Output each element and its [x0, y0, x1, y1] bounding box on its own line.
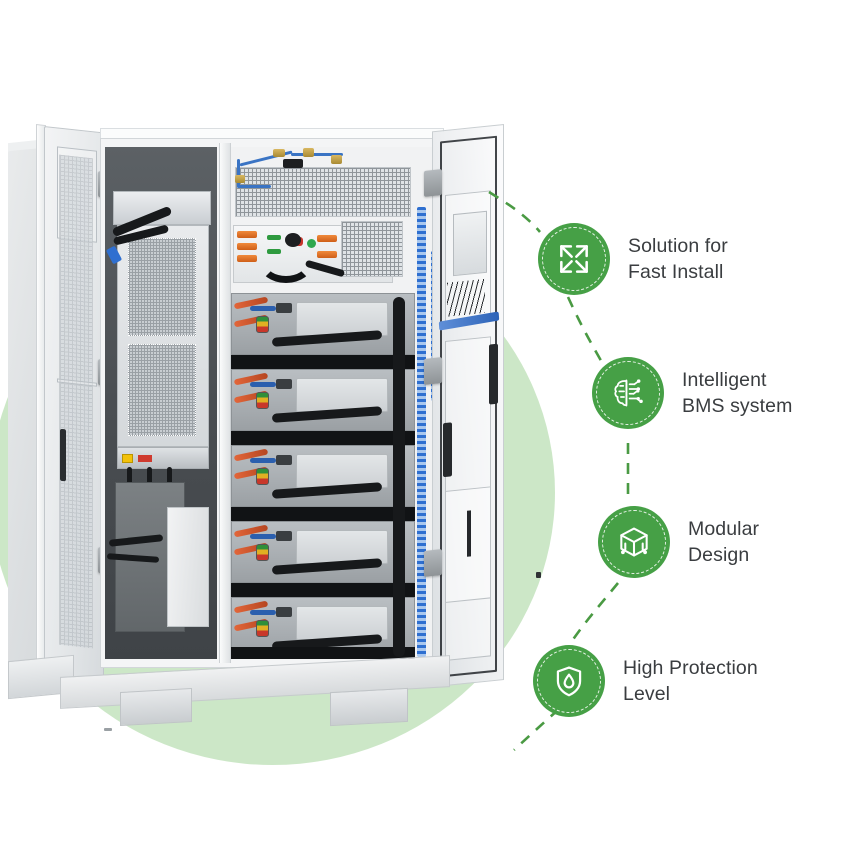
left-door-handle[interactable] — [60, 428, 66, 482]
right-door-hinge-mid — [424, 357, 442, 385]
right-door-control-box[interactable] — [453, 210, 487, 277]
left-cabinet-door — [44, 126, 104, 681]
battery-connector-signal — [250, 306, 276, 311]
shield-droplet-icon — [556, 666, 582, 697]
feature-badge-2[interactable] — [598, 506, 670, 578]
hvac-cooling-unit — [117, 225, 209, 447]
battery-module — [231, 445, 415, 507]
battery-module — [231, 369, 415, 431]
battery-fuse-indicator — [256, 468, 269, 485]
feature-item-fast-install[interactable]: Solution for Fast Install — [538, 223, 728, 295]
hvac-base-module — [117, 447, 209, 469]
cube-box-icon — [620, 527, 648, 557]
cabinet-interior — [100, 138, 440, 668]
busbar-lug-orange-4 — [317, 235, 337, 242]
feature-label-1: Intelligent BMS system — [682, 368, 793, 417]
coolant-pipe-down — [237, 159, 240, 187]
battery-fuse-indicator — [256, 316, 269, 333]
busbar-lug-orange-1 — [237, 231, 257, 238]
battery-connector-signal — [250, 534, 276, 539]
hvac-drop-cable-3 — [167, 467, 172, 489]
status-led-green — [307, 239, 316, 248]
right-cabinet-door — [432, 124, 504, 688]
vertical-cable-bundle — [393, 297, 405, 657]
brass-fitting-1 — [273, 149, 285, 157]
feature-badge-1[interactable] — [592, 357, 664, 429]
right-door-handle[interactable] — [489, 343, 498, 405]
bay-divider-post — [219, 143, 231, 663]
indicator-strip-green-1 — [267, 235, 281, 240]
battery-module-gap — [231, 647, 415, 659]
brass-fitting-3 — [331, 155, 342, 164]
battery-module-gap — [231, 583, 415, 597]
right-door-hinge-bottom — [424, 549, 442, 577]
blue-cable-ladder-inner — [417, 207, 426, 657]
connector-line-3 — [570, 582, 620, 642]
right-door-hinge-top — [424, 169, 442, 197]
battery-connector-housing — [276, 455, 292, 465]
hvac-drop-cable-2 — [147, 467, 152, 489]
brass-fitting-4 — [235, 175, 245, 183]
coolant-pipe-bottom — [237, 185, 271, 188]
busbar-lug-orange-2 — [237, 243, 257, 250]
right-door-wire-bundle — [447, 278, 485, 317]
battery-connector-housing — [276, 303, 292, 313]
battery-module-gap — [231, 507, 415, 521]
wiring-harness-loop — [259, 243, 313, 283]
top-vent-panel — [235, 167, 411, 217]
feature-badge-3[interactable] — [533, 645, 605, 717]
electronics-vent-panel — [341, 221, 403, 277]
battery-connector-housing — [276, 379, 292, 389]
stray-detail-mark — [536, 572, 541, 578]
connector-line-1 — [566, 296, 606, 367]
feature-item-modular-design[interactable]: Modular Design — [598, 506, 759, 578]
feature-label-3: High Protection Level — [623, 656, 758, 705]
warning-label-icon — [122, 454, 133, 463]
right-door-latch[interactable] — [443, 422, 452, 478]
battery-connector-housing — [276, 531, 292, 541]
right-door-keyhole-slot — [467, 510, 471, 557]
hvac-grille-upper — [128, 238, 196, 336]
feature-label-0: Solution for Fast Install — [628, 234, 728, 283]
battery-module-gap — [231, 431, 415, 445]
feature-badge-0[interactable] — [538, 223, 610, 295]
ground-shadow-mark — [104, 728, 112, 731]
brain-circuit-icon — [614, 379, 643, 407]
battery-fuse-indicator — [256, 392, 269, 409]
left-door-perforated-louver — [59, 154, 93, 649]
lower-white-module — [167, 507, 209, 627]
cabinet-foot-right — [330, 687, 408, 727]
feature-item-intelligent-bms[interactable]: Intelligent BMS system — [592, 357, 792, 429]
busbar-lug-orange-3 — [237, 255, 257, 262]
cabinet-foot-left — [120, 687, 192, 727]
valve-body — [283, 159, 303, 168]
battery-connector-signal — [250, 610, 276, 615]
thermal-management-bay — [105, 147, 217, 659]
battery-module — [231, 521, 415, 583]
coolant-pipe-top — [291, 153, 343, 156]
feature-label-2: Modular Design — [688, 517, 760, 566]
battery-module-gap — [231, 355, 415, 369]
feature-item-high-protection[interactable]: High Protection Level — [533, 645, 758, 717]
battery-fuse-indicator — [256, 620, 269, 637]
battery-connector-signal — [250, 382, 276, 387]
expand-arrows-icon — [560, 245, 588, 273]
battery-connector-housing — [276, 607, 292, 617]
product-image-energy-storage-cabinet — [0, 110, 560, 727]
busbar-lug-orange-5 — [317, 251, 337, 258]
hvac-red-label — [138, 455, 152, 462]
battery-and-electronics-bay — [231, 147, 437, 659]
battery-fuse-indicator — [256, 544, 269, 561]
hvac-drop-cable-1 — [127, 467, 132, 489]
battery-module — [231, 293, 415, 355]
brass-fitting-2 — [303, 148, 314, 157]
hvac-grille-lower — [128, 344, 196, 436]
battery-connector-signal — [250, 458, 276, 463]
